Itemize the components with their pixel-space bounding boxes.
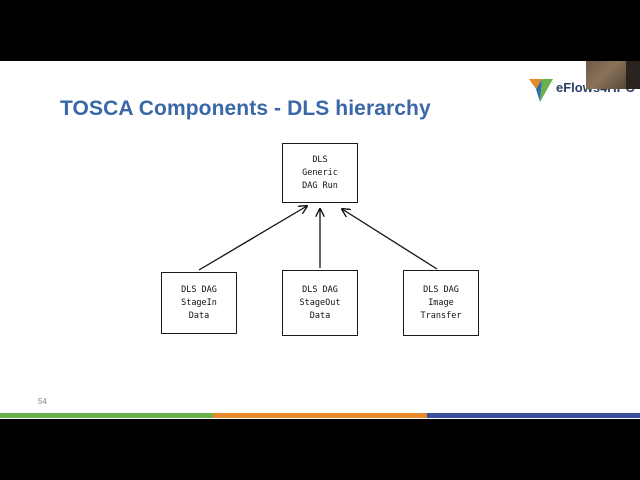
node-image-transfer-label: DLS DAG Image Transfer [420,284,462,321]
node-stageout: DLS DAG StageOut Data [282,270,358,336]
node-image-transfer: DLS DAG Image Transfer [403,270,479,336]
node-stagein: DLS DAG StageIn Data [161,272,237,334]
presentation-slide: TOSCA Components - DLS hierarchy eFlows4… [0,61,640,419]
slide-title: TOSCA Components - DLS hierarchy [60,97,431,120]
node-stageout-label: DLS DAG StageOut Data [299,284,341,321]
footer-bar-orange [213,413,427,418]
page-number: 54 [38,397,47,406]
footer-bar-blue [427,413,640,418]
node-root-label: DLS Generic DAG Run [302,154,338,191]
node-root: DLS Generic DAG Run [282,143,358,203]
eflows-logo-icon [529,79,553,102]
webcam-overlay [586,61,640,89]
footer-bar-green [0,413,213,418]
arrow-transfer-to-root [342,209,438,270]
arrow-stagein-to-root [198,206,307,271]
hierarchy-diagram [198,61,438,271]
node-stagein-label: DLS DAG StageIn Data [181,284,217,321]
